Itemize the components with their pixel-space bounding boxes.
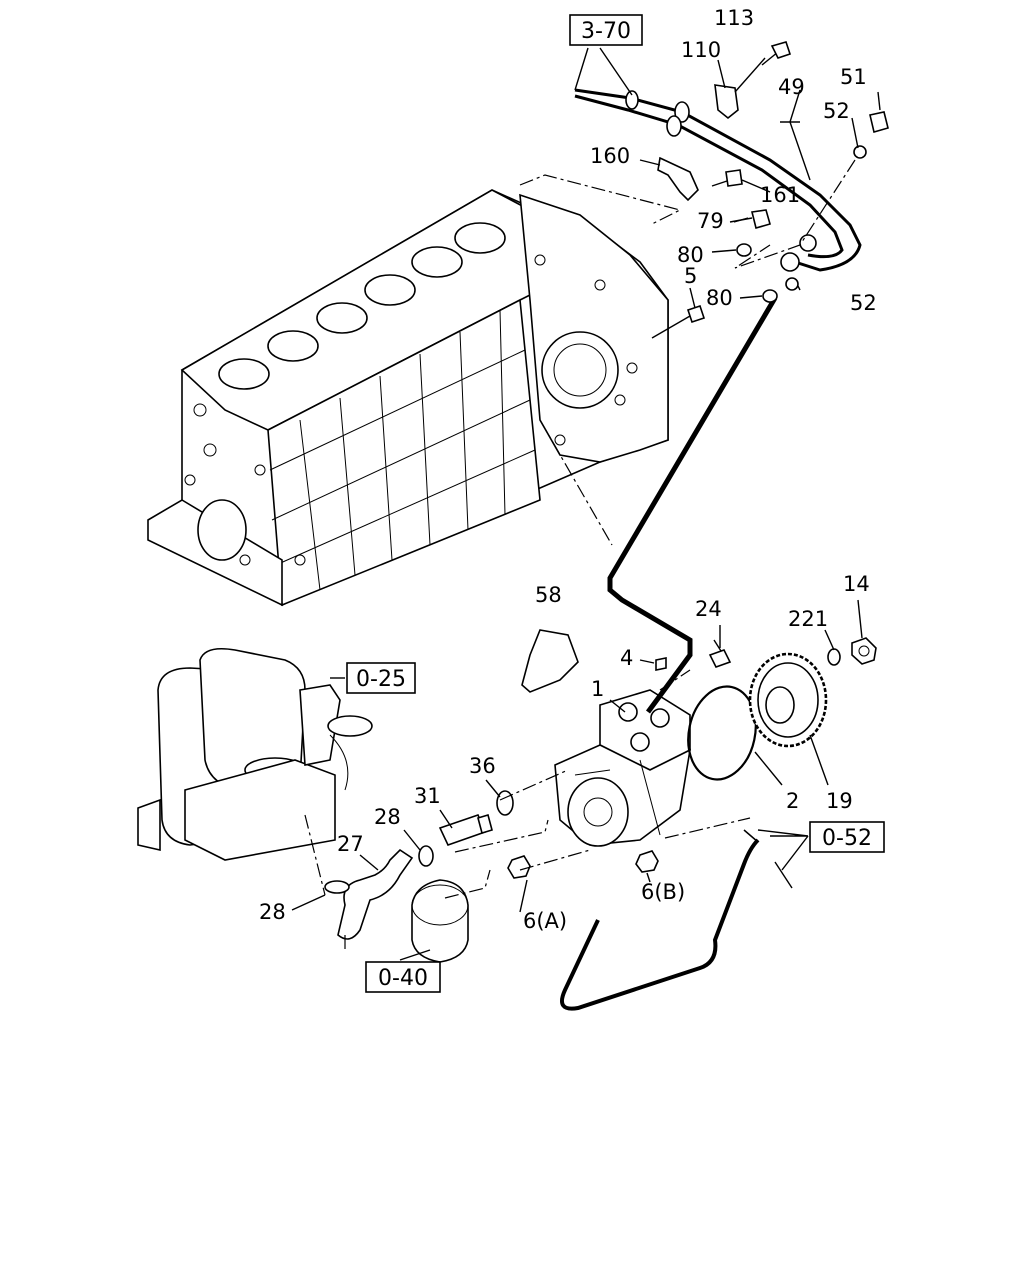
part-label-160: 160 <box>590 144 630 168</box>
high-pressure-line-illustration <box>607 296 778 714</box>
air-pipe-assembly-illustration <box>137 647 373 861</box>
part-label-52-lower: 52 <box>850 291 877 315</box>
washer-52-upper-illustration <box>853 145 867 159</box>
upper-fuel-pipes-illustration <box>574 88 862 272</box>
fuel-pipe-illustration <box>560 838 760 1011</box>
o-ring-illustration <box>687 685 757 781</box>
center-lines <box>304 159 856 950</box>
leader-lines <box>291 47 881 961</box>
bolt-113-illustration <box>761 41 792 66</box>
reference-label: 0-40 <box>378 966 428 991</box>
part-label-36: 36 <box>469 754 496 778</box>
fuel-filter-illustration <box>411 879 469 963</box>
bolt-161-illustration <box>711 169 743 187</box>
washer-80-upper-illustration <box>736 243 752 257</box>
part-label-80-lower: 80 <box>706 286 733 310</box>
reference-label: 3-70 <box>581 19 631 44</box>
washer-80-lower-illustration <box>762 289 778 303</box>
part-label-6a: 6(A) <box>523 909 567 933</box>
engine-block-illustration <box>147 189 669 607</box>
part-label-113: 113 <box>714 6 754 30</box>
part-labels: 113 110 49 51 52 160 161 79 80 5 80 52 5… <box>259 6 877 933</box>
cylinder-bores <box>218 222 506 390</box>
part-label-221: 221 <box>788 607 828 631</box>
part-label-28-upper: 28 <box>374 805 401 829</box>
water-line-fittings-illustration <box>324 813 493 940</box>
reference-box-0-25[interactable]: 0-25 <box>346 662 416 694</box>
bracket-160-illustration <box>657 156 699 202</box>
nut-a-illustration <box>507 855 531 879</box>
part-label-27: 27 <box>337 832 364 856</box>
nut-b-illustration <box>635 850 659 873</box>
stud-illustration <box>708 639 732 668</box>
part-label-14: 14 <box>843 572 870 596</box>
washer-illustration <box>827 648 841 666</box>
pump-gear-illustration <box>748 652 828 748</box>
part-label-28-lower: 28 <box>259 900 286 924</box>
part-label-51: 51 <box>840 65 867 89</box>
part-label-6b: 6(B) <box>641 880 685 904</box>
part-label-24: 24 <box>695 597 722 621</box>
bolt-4-illustration <box>655 657 667 671</box>
reference-box-0-40[interactable]: 0-40 <box>365 961 441 993</box>
washer-52-lower-illustration <box>785 277 799 291</box>
seal-ring-illustration <box>496 790 514 816</box>
part-label-110: 110 <box>681 38 721 62</box>
part-label-80-upper: 80 <box>677 243 704 267</box>
plug-illustration <box>751 209 771 229</box>
part-label-2: 2 <box>786 789 799 813</box>
part-label-31: 31 <box>414 784 441 808</box>
reference-label: 0-25 <box>356 667 406 692</box>
part-label-19: 19 <box>826 789 853 813</box>
bracket-illustration <box>521 629 579 693</box>
part-label-49: 49 <box>778 75 805 99</box>
part-label-58: 58 <box>535 583 562 607</box>
bolt-5-illustration <box>651 304 706 339</box>
reference-label: 0-52 <box>822 826 872 851</box>
block-bolt-holes <box>184 254 638 566</box>
part-label-161: 161 <box>760 183 800 207</box>
part-label-1: 1 <box>591 677 604 701</box>
reference-box-3-70[interactable]: 3-70 <box>569 14 643 46</box>
part-label-52-upper: 52 <box>823 99 850 123</box>
injection-pump-illustration <box>554 689 692 847</box>
part-label-79: 79 <box>697 209 724 233</box>
banjo-bolt-illustration <box>869 111 889 133</box>
nut-illustration <box>851 637 877 665</box>
part-label-5: 5 <box>684 264 697 288</box>
reference-box-0-52[interactable]: 0-52 <box>809 821 885 853</box>
part-label-4: 4 <box>620 646 633 670</box>
clamp-illustration <box>714 84 739 120</box>
